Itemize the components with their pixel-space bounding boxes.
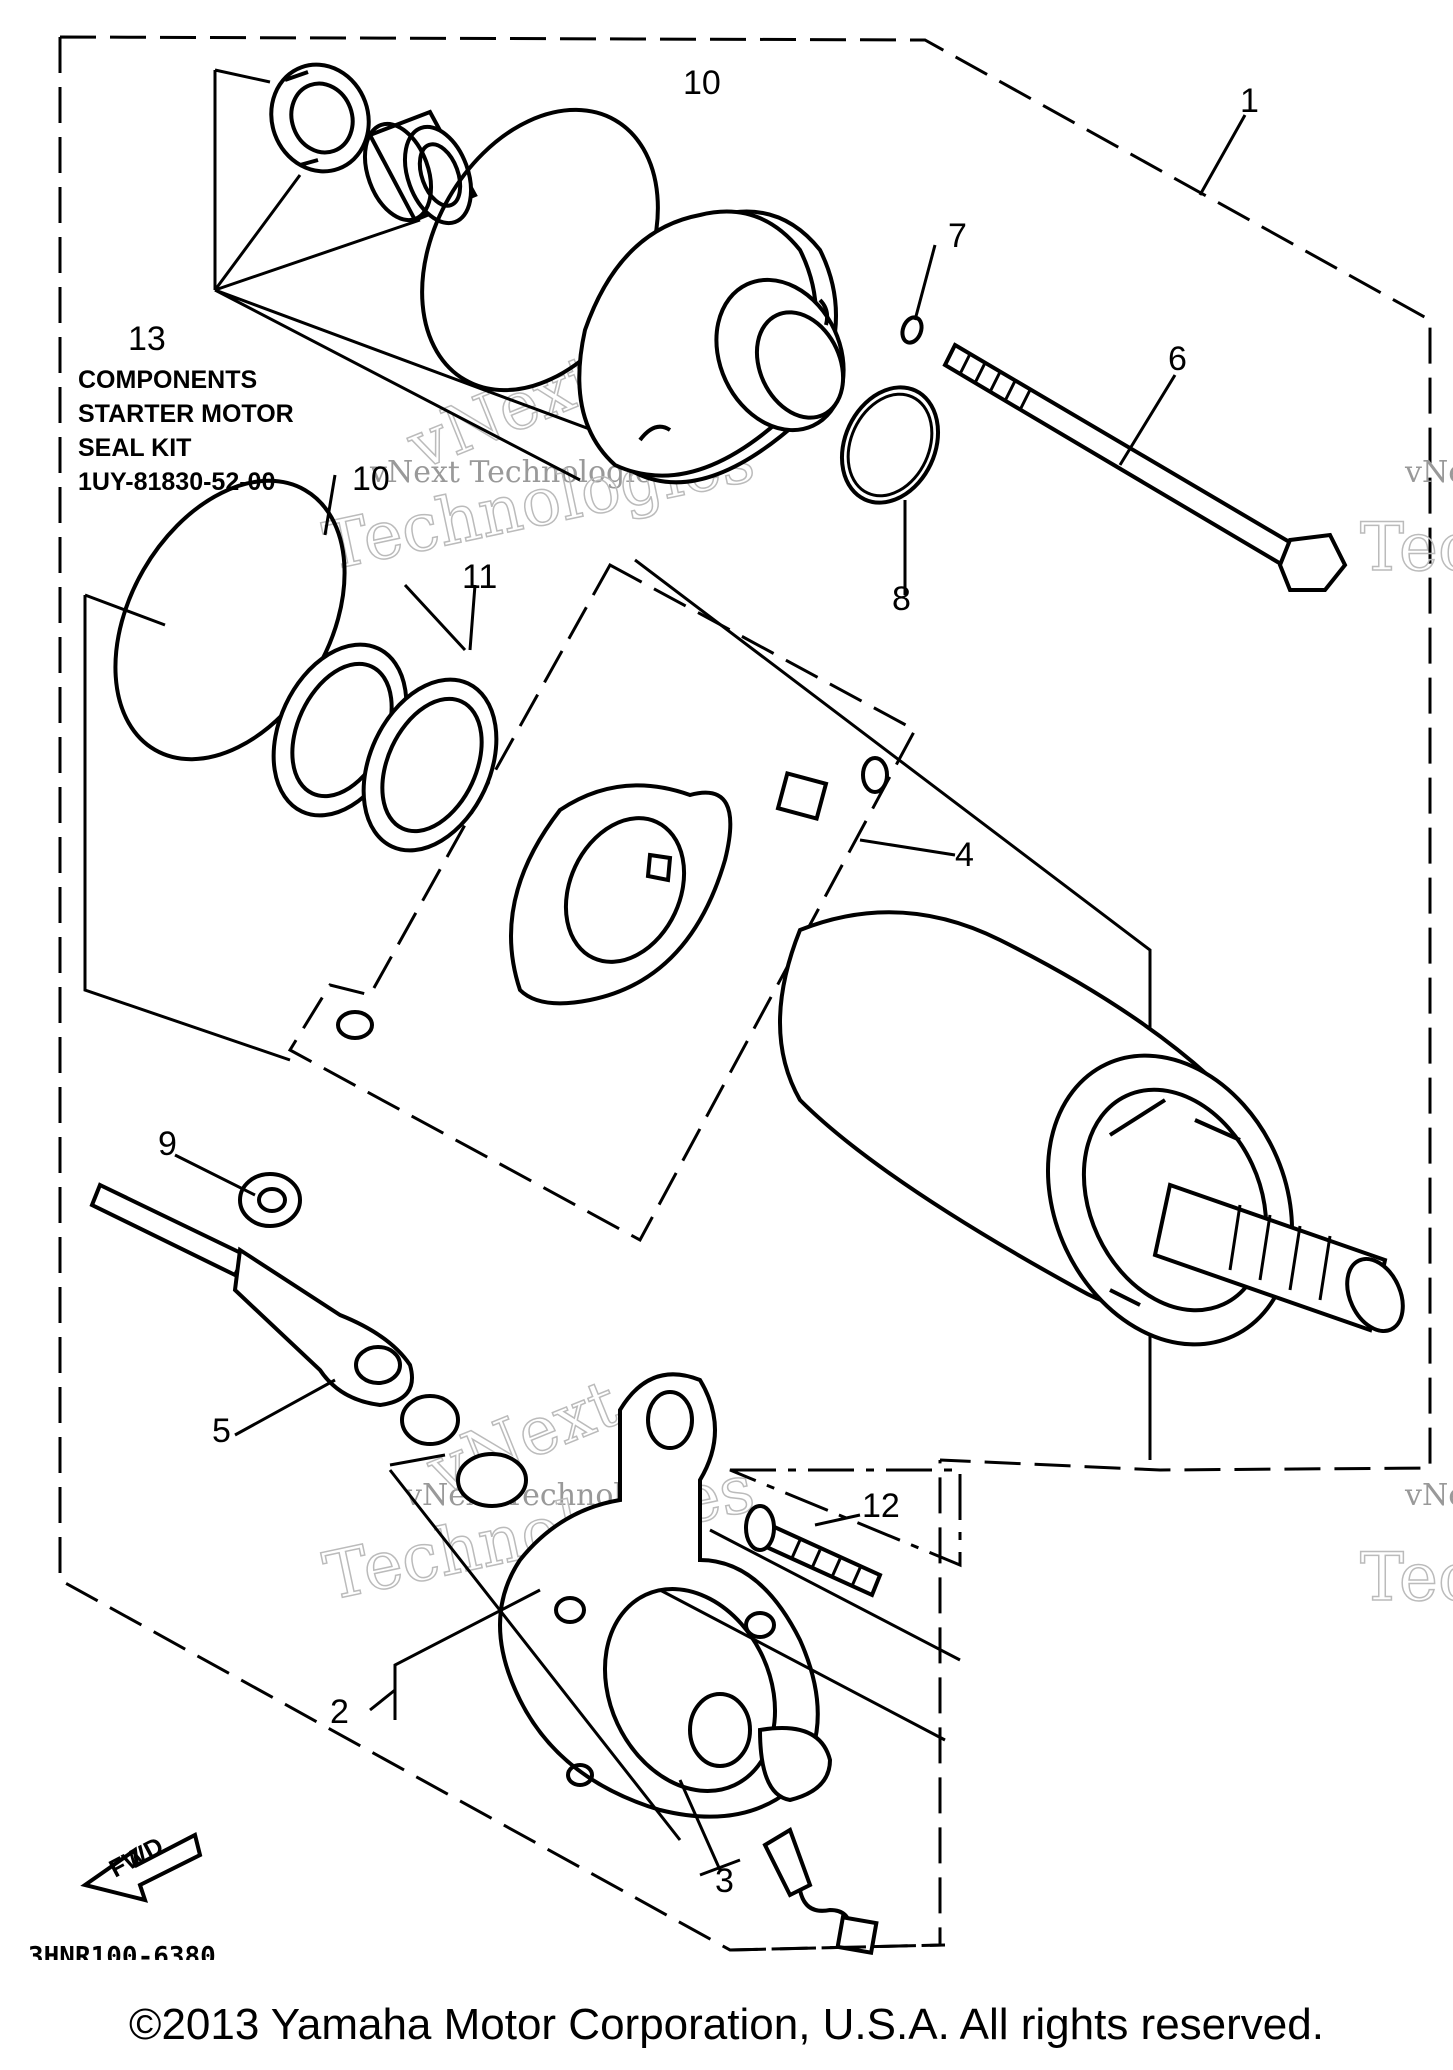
terminal-lead — [89, 1182, 414, 1408]
callout-10-top: 10 — [683, 64, 721, 102]
svg-text:Tec: Tec — [1360, 509, 1453, 586]
screw-12 — [744, 1504, 883, 1598]
fwd-arrow: FWD — [80, 1832, 203, 1903]
rear-cover — [498, 1372, 833, 1819]
callout-3: 3 — [715, 1862, 734, 1900]
front-cover — [577, 209, 846, 485]
terminal-nut — [400, 1394, 460, 1446]
callouts: 1 2 3 4 5 6 7 8 9 10 10 11 12 13 — [128, 64, 1259, 1900]
drawing-code: 3HNR100-6380 — [28, 1942, 216, 1960]
brush-plate — [509, 783, 733, 1006]
svg-text:vNe: vNe — [1404, 455, 1453, 490]
svg-text:COMPONENTS: COMPONENTS — [78, 366, 257, 394]
callout-7: 7 — [948, 217, 967, 255]
svg-text:SEAL KIT: SEAL KIT — [78, 434, 191, 462]
nut-9 — [238, 1172, 302, 1228]
needle-bearing — [363, 109, 478, 226]
long-bolt — [942, 342, 1348, 592]
oil-seal — [269, 62, 371, 174]
washers-11 — [271, 642, 499, 853]
o-ring-7 — [900, 315, 924, 345]
terminal-bolt — [762, 1827, 879, 1956]
seal-kit-label: COMPONENTS STARTER MOTOR SEAL KIT 1UY-81… — [78, 366, 294, 496]
o-ring-8-inner — [846, 392, 934, 498]
o-ring-8 — [839, 385, 941, 505]
callout-6: 6 — [1168, 340, 1187, 378]
svg-text:STARTER MOTOR: STARTER MOTOR — [78, 400, 294, 428]
svg-text:vNe: vNe — [1404, 1478, 1453, 1513]
callout-13: 13 — [128, 320, 166, 358]
callout-12: 12 — [862, 1487, 900, 1525]
brush-block — [775, 770, 829, 822]
copyright-notice: ©2013 Yamaha Motor Corporation, U.S.A. A… — [129, 2000, 1324, 2049]
callout-1: 1 — [1240, 82, 1259, 120]
callout-9: 9 — [158, 1125, 177, 1163]
brush-lead-group-3 — [729, 1943, 946, 1952]
seal-kit-bracket — [213, 68, 701, 482]
terminal-washer — [456, 1452, 528, 1508]
brush-spring-bottom — [336, 1010, 374, 1040]
callout-10-middle: 10 — [352, 460, 390, 498]
callout-8: 8 — [892, 580, 911, 618]
svg-text:1UY-81830-52-00: 1UY-81830-52-00 — [78, 468, 275, 496]
callout-11: 11 — [462, 558, 497, 596]
callout-2: 2 — [330, 1693, 349, 1731]
yoke-housing — [778, 910, 1405, 1347]
starter-motor-exploded-diagram: vNext Technologies Technologies vNext vN… — [28, 35, 1453, 1960]
svg-text:Tec: Tec — [1360, 1539, 1453, 1616]
brush-holder-group-4 — [287, 562, 918, 1243]
brush-spring-top — [861, 756, 889, 794]
leader-lines — [174, 114, 1247, 1877]
rear-cover-lines — [388, 1453, 961, 1871]
callout-5: 5 — [212, 1412, 231, 1450]
callout-4: 4 — [955, 836, 974, 874]
